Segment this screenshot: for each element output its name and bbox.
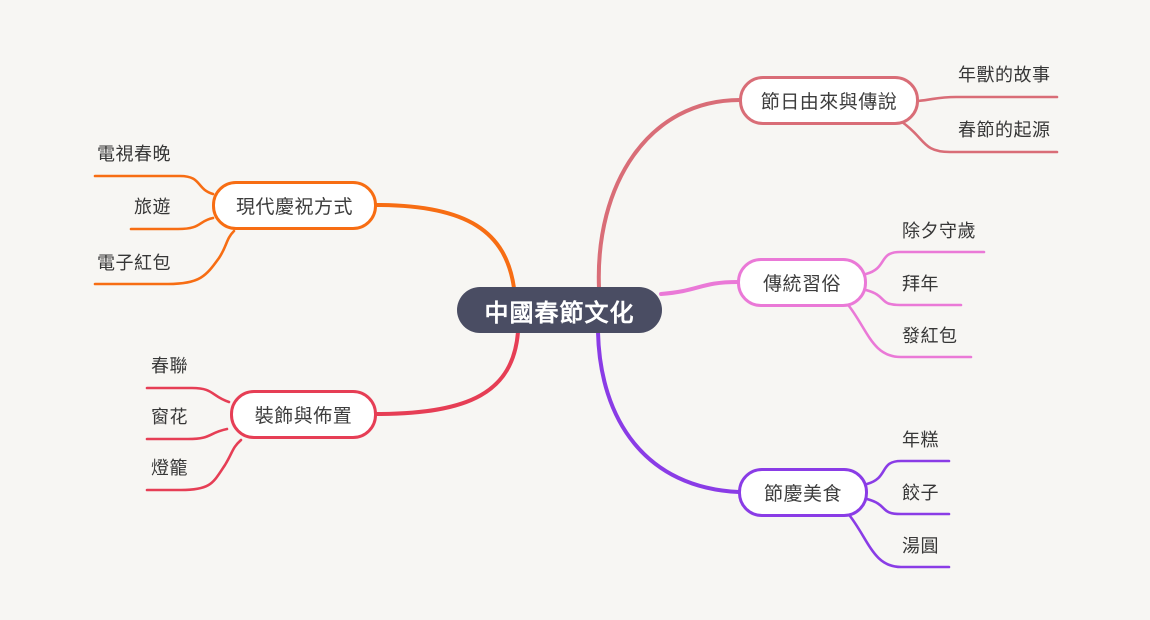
link-customs-child3: [847, 304, 973, 359]
leaf-food-3[interactable]: 湯圓: [902, 536, 939, 556]
leaf-food-1[interactable]: 年糕: [902, 430, 939, 450]
curve-center-to-customs: [659, 280, 740, 296]
leaf-customs-2[interactable]: 拜年: [902, 274, 939, 294]
leaf-origin-1[interactable]: 年獸的故事: [958, 65, 1051, 85]
curve-center-to-decor: [374, 330, 520, 416]
link-customs-child1: [864, 250, 986, 276]
leaf-customs-3[interactable]: 發紅包: [902, 326, 958, 346]
link-modern-child1: [93, 174, 215, 196]
branch-node-customs[interactable]: 傳統習俗: [737, 258, 867, 307]
branch-node-modern[interactable]: 現代慶祝方式: [212, 181, 377, 230]
link-origin-child2: [900, 120, 1059, 154]
branch-node-food[interactable]: 節慶美食: [738, 468, 868, 517]
link-modern-child2: [129, 216, 215, 231]
central-topic-node[interactable]: 中國春節文化: [457, 287, 662, 333]
leaf-origin-2[interactable]: 春節的起源: [958, 120, 1051, 140]
leaf-modern-3[interactable]: 電子紅包: [97, 253, 171, 273]
branch-node-decor[interactable]: 裝飾與佈置: [230, 390, 377, 439]
leaf-modern-2[interactable]: 旅遊: [134, 197, 171, 217]
link-food-child1: [865, 459, 951, 486]
leaf-customs-1[interactable]: 除夕守歲: [902, 221, 976, 241]
link-decor-child1: [145, 386, 231, 404]
link-food-child3: [848, 514, 951, 569]
curve-center-to-food: [596, 330, 741, 494]
link-customs-child2: [864, 288, 963, 307]
curve-center-to-origin: [596, 98, 742, 290]
leaf-modern-1[interactable]: 電視春晚: [97, 144, 171, 164]
leaf-decor-1[interactable]: 春聯: [151, 356, 188, 376]
leaf-decor-2[interactable]: 窗花: [151, 407, 188, 427]
link-decor-child3: [145, 438, 243, 492]
link-decor-child2: [145, 427, 229, 441]
link-modern-child3: [93, 229, 236, 286]
leaf-decor-3[interactable]: 燈籠: [151, 458, 188, 478]
link-origin-child1: [916, 95, 1059, 103]
branch-node-origin[interactable]: 節日由來與傳說: [739, 76, 919, 125]
link-food-child2: [865, 497, 951, 516]
curve-center-to-modern: [374, 203, 516, 290]
leaf-food-2[interactable]: 餃子: [902, 483, 939, 503]
